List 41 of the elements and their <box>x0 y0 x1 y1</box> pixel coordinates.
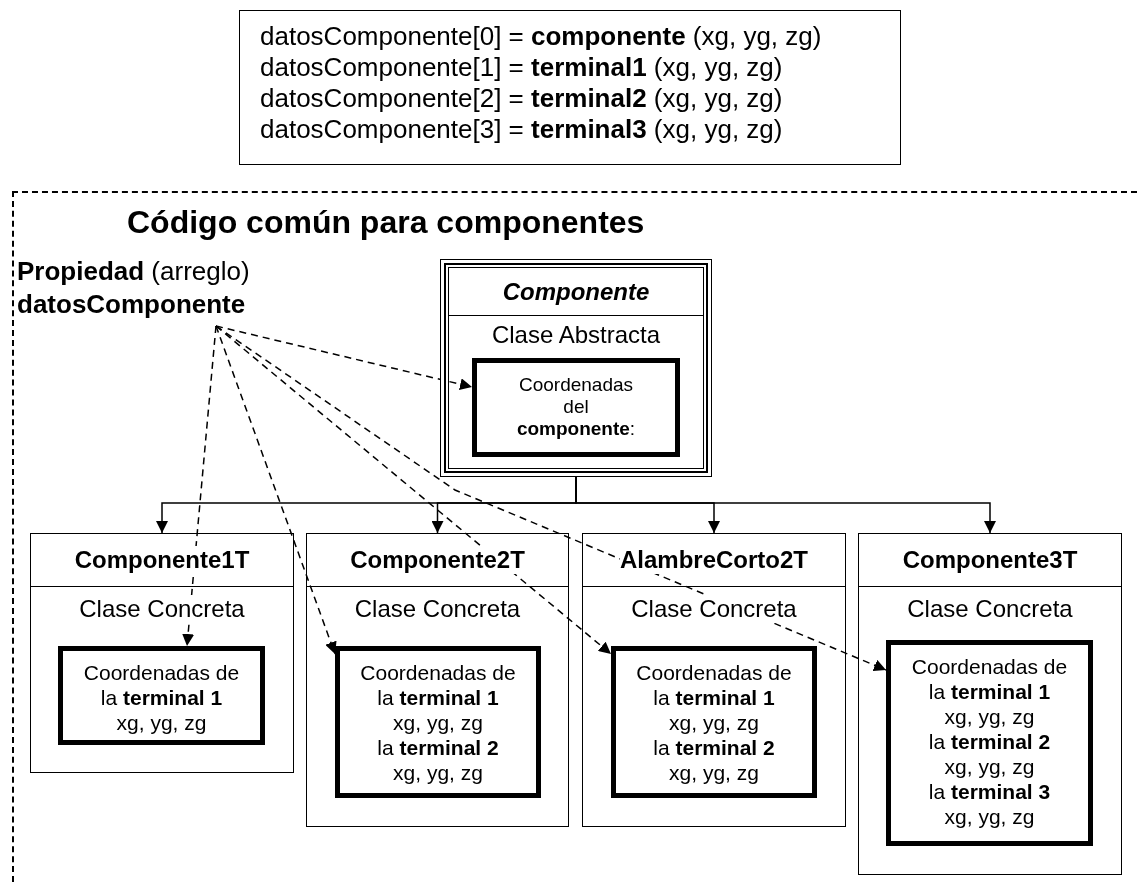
coordinates-text: la terminal 3 <box>928 779 1051 804</box>
coordinates-box <box>472 358 680 457</box>
class-box <box>582 533 846 827</box>
coordinates-box <box>611 646 817 798</box>
coordinates-text: xg, yg, zg <box>669 760 759 785</box>
property-label: datosComponente <box>17 288 247 321</box>
class-box <box>30 533 294 773</box>
coordinates-text: xg, yg, zg <box>393 710 483 735</box>
coordinates-text: xg, yg, zg <box>944 704 1035 729</box>
coordinates-text: xg, yg, zg <box>944 754 1035 779</box>
code-line: datosComponente[0] = componente (xg, yg, zg) <box>260 21 823 52</box>
coordinates-box <box>58 646 265 745</box>
class-box <box>306 533 569 827</box>
coordinates-text: xg, yg, zg <box>669 710 759 735</box>
coordinates-box <box>335 646 541 798</box>
dashed-arrow <box>215 325 887 671</box>
code-line: datosComponente[3] = terminal3 (xg, yg, zg) <box>260 114 784 145</box>
inheritance-arrow <box>575 476 996 534</box>
coordinates-text: Coordenadas del componente: <box>515 374 637 440</box>
class-name: Componente2T <box>350 546 525 574</box>
coordinates-text: xg, yg, zg <box>944 804 1035 829</box>
coordinates-text: xg, yg, zg <box>116 710 207 735</box>
class-box <box>858 533 1122 875</box>
dashed-arrow <box>215 325 337 655</box>
class-name: Componente1T <box>74 546 250 574</box>
dashed-region <box>12 191 1137 882</box>
code-line: datosComponente[2] = terminal2 (xg, yg, zg) <box>260 83 784 114</box>
dashed-arrow <box>182 325 217 647</box>
coordinates-box <box>886 640 1093 846</box>
code-box <box>239 10 901 165</box>
region-title: Código común para componentes <box>127 204 645 241</box>
class-type: Clase Concreta <box>631 595 797 623</box>
coordinates-text: la terminal 2 <box>377 735 499 760</box>
class-type: Clase Concreta <box>79 595 245 623</box>
coordinates-text: xg, yg, zg <box>393 760 483 785</box>
dashed-arrow <box>215 325 473 391</box>
property-label: Propiedad (arreglo) <box>17 255 251 288</box>
code-line: datosComponente[1] = terminal1 (xg, yg, zg) <box>260 52 784 83</box>
class-box <box>440 259 712 477</box>
coordinates-text: la terminal 2 <box>653 735 775 760</box>
coordinates-text: la terminal 2 <box>928 729 1051 754</box>
